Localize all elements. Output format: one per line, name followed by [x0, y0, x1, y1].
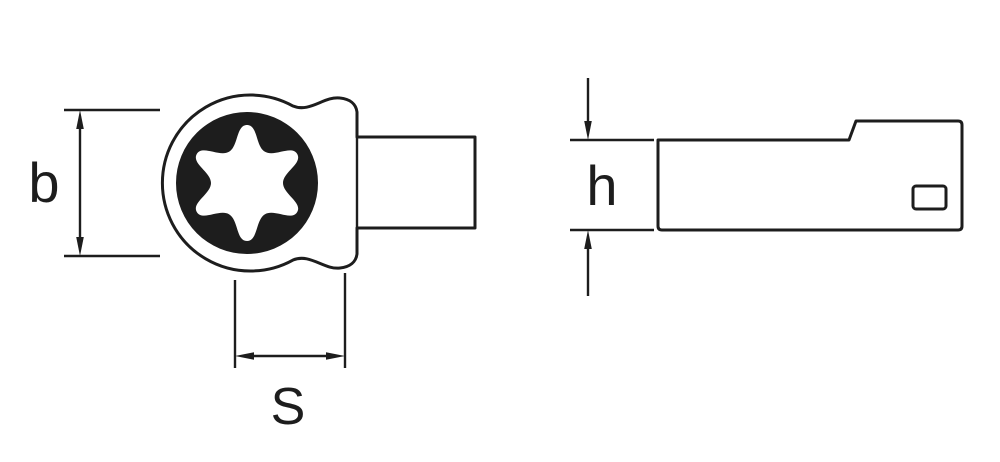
shank-profile-outline: [656, 119, 964, 232]
arrowhead-left: [235, 352, 254, 360]
dimension-label-s: S: [271, 378, 306, 436]
dimension-label-b: b: [28, 151, 59, 214]
torx-opening: [176, 112, 318, 254]
arrowhead-right: [326, 352, 345, 360]
side-view: [656, 119, 964, 232]
dimension-b: b: [28, 108, 160, 258]
dimension-s: S: [233, 273, 347, 436]
detent-pin-detail: [911, 184, 948, 211]
head-and-shank-outline: [160, 93, 477, 273]
dimension-label-h: h: [586, 154, 617, 217]
dimension-h: h: [570, 78, 654, 296]
arrowhead-down: [76, 237, 84, 256]
arrowhead-down: [584, 121, 592, 140]
arrowhead-up: [76, 110, 84, 129]
arrowhead-up: [584, 230, 592, 249]
front-view: [160, 93, 477, 273]
